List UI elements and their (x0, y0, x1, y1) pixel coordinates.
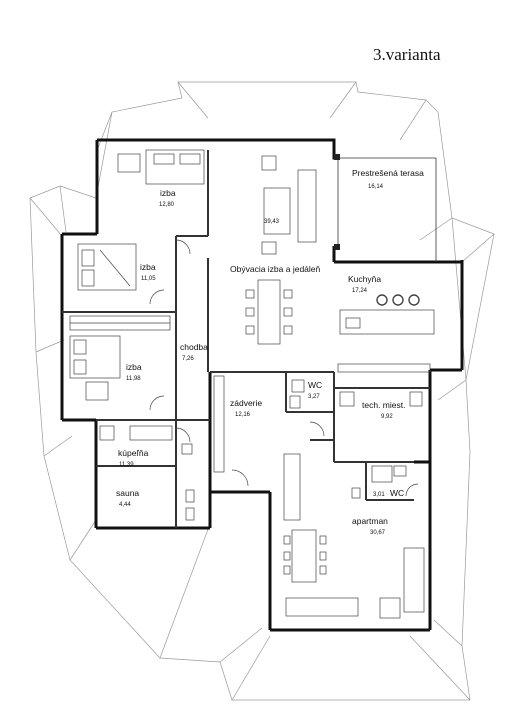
room-name-kuchyna: Kuchyňa (348, 274, 381, 284)
room-name-tech: tech. miest. (362, 400, 405, 410)
room-name-obyvacia: Obývacia izba a jedáleň (230, 264, 321, 274)
room-name-izba-3: izba (126, 362, 142, 372)
kitchen-furniture (337, 294, 435, 373)
room-area-kuchyna: 17,24 (352, 288, 368, 294)
plan-title: 3.varianta (373, 45, 441, 64)
bed-top (117, 149, 205, 185)
exterior-walls (60, 138, 464, 632)
room-area-apartman: 30,67 (370, 530, 386, 536)
interior-walls (62, 150, 430, 528)
room-area-wc-2: 3,01 (373, 492, 385, 498)
room-area-zadverie: 12,16 (235, 412, 251, 418)
wardrobe (69, 315, 171, 331)
room-name-izba-1: izba (160, 188, 176, 198)
room-labels: izba 12,80 izba 11,05 izba 11,98 chodba … (116, 168, 424, 536)
room-area-izba-3: 11,98 (126, 376, 141, 382)
terrace-frame (334, 154, 437, 262)
room-name-wc-2: WC (390, 488, 404, 498)
room-name-zadverie: zádverie (230, 398, 262, 408)
room-area-wc-1: 3,27 (308, 394, 320, 400)
apartman-furniture (213, 375, 425, 619)
room-area-tech: 9,92 (381, 414, 393, 420)
room-area-izba-1: 12,80 (159, 202, 175, 208)
room-name-sauna: sauna (116, 488, 139, 498)
living-furniture (245, 155, 317, 345)
room-name-kupelna: kúpeľňa (118, 448, 149, 458)
room-area-izba-2: 11,05 (141, 276, 156, 282)
room-name-izba-2: izba (140, 262, 156, 272)
roof-outline (29, 81, 495, 701)
bed-lower (69, 335, 121, 401)
room-area-obyvacia: 39,43 (264, 219, 280, 225)
bed-middle (77, 243, 137, 291)
room-name-chodba: chodba (180, 342, 208, 352)
room-name-wc-1: WC (308, 380, 322, 390)
bath-furniture (99, 379, 423, 521)
room-area-sauna: 4,44 (119, 502, 131, 508)
room-area-kupelna: 11,39 (119, 462, 134, 468)
room-name-apartman: apartman (352, 516, 388, 526)
room-name-terasa: Prestrešená terasa (352, 168, 424, 178)
room-area-terasa: 16,14 (368, 184, 384, 190)
door-swings (149, 239, 419, 497)
room-area-chodba: 7,26 (182, 356, 194, 362)
